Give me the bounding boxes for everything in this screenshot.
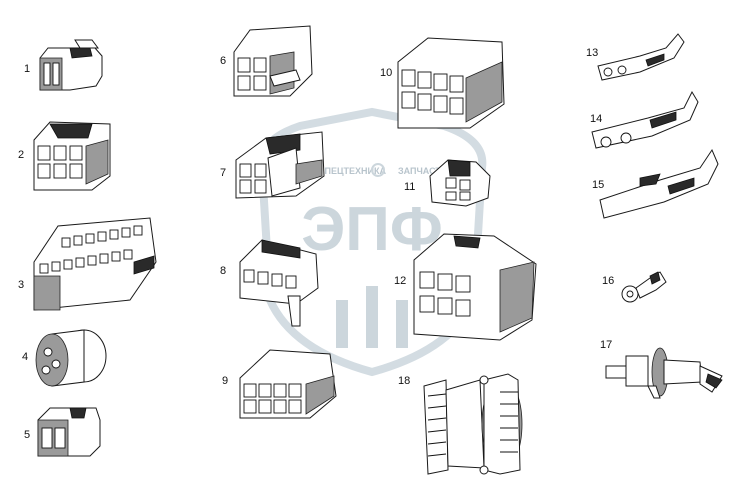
part-11-connector [429, 159, 491, 207]
label-part-7: 7 [220, 167, 226, 179]
part-14-terminal [591, 90, 699, 149]
label-part-9: 9 [222, 375, 228, 387]
part-15-terminal [599, 148, 719, 219]
part-5-connector [37, 407, 101, 457]
part-18-connector [423, 373, 523, 475]
part-7-connector [235, 131, 325, 199]
part-6-connector [233, 25, 313, 97]
part-16-terminal [621, 271, 667, 303]
label-part-13: 13 [586, 47, 598, 59]
label-part-17: 17 [600, 339, 612, 351]
watermark-right-text: ЗАПЧАСТИ [398, 166, 447, 176]
label-part-14: 14 [590, 113, 602, 125]
label-part-15: 15 [592, 179, 604, 191]
watermark-left-text: СПЕЦТЕХНИКА [318, 166, 387, 176]
part-10-connector [397, 37, 505, 129]
label-part-8: 8 [220, 265, 226, 277]
label-part-2: 2 [18, 149, 24, 161]
label-part-4: 4 [22, 351, 28, 363]
part-labels: 1 2 3 4 5 6 7 8 9 10 11 12 13 14 15 16 1… [18, 47, 614, 441]
watermark-wheat-icon [336, 286, 408, 348]
label-part-11: 11 [404, 181, 415, 193]
part-1-connector [39, 39, 103, 91]
label-part-16: 16 [602, 275, 614, 287]
part-3-connector [33, 217, 157, 311]
label-part-10: 10 [380, 67, 392, 79]
part-13-terminal [597, 33, 685, 81]
part-4-connector [35, 329, 107, 387]
label-part-3: 3 [18, 279, 24, 291]
part-17-connector [605, 347, 723, 399]
part-9-connector [239, 349, 337, 419]
label-part-1: 1 [24, 63, 30, 75]
watermark-gear-icon [371, 163, 385, 177]
label-part-12: 12 [394, 275, 406, 287]
part-12-connector [413, 233, 537, 341]
part-8-connector [239, 239, 319, 327]
part-2-connector [33, 121, 111, 191]
label-part-5: 5 [24, 429, 30, 441]
watermark-logo: ЭПФ [301, 195, 443, 264]
part-3-pin-grid [39, 225, 143, 274]
label-part-18: 18 [398, 375, 410, 387]
label-part-6: 6 [220, 55, 226, 67]
part-18-ridges [427, 391, 518, 457]
